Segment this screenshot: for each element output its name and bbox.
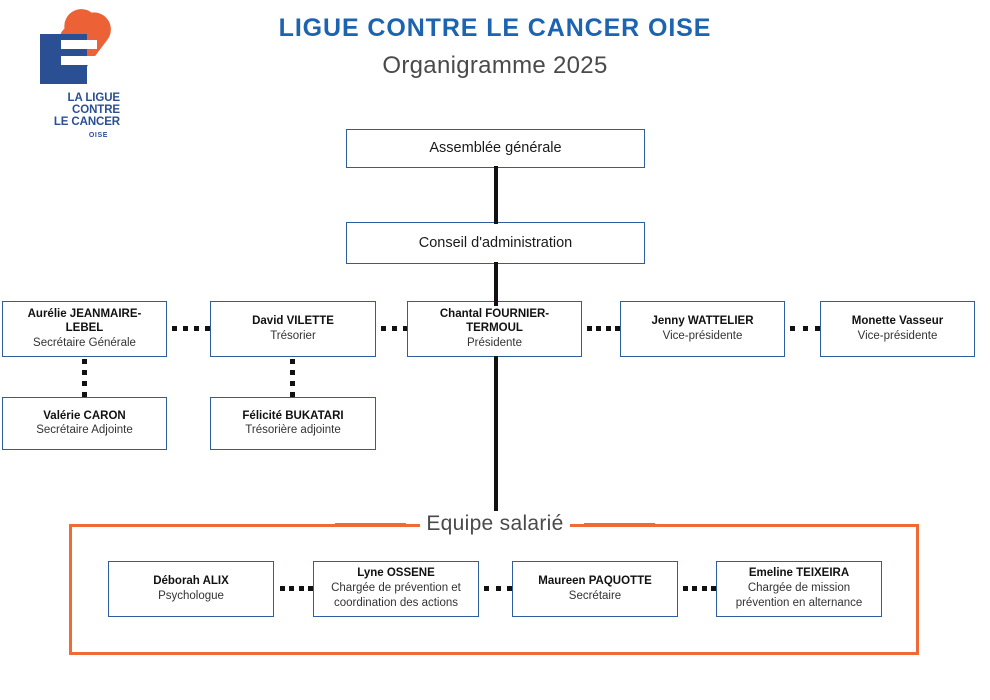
ligue-contre-le-cancer-logo: LA LIGUE CONTRE LE CANCER OISE bbox=[28, 6, 128, 139]
node-presidente-name: Chantal FOURNIER-TERMOUL bbox=[439, 307, 550, 335]
node-secretaire-adjointe[interactable]: Valérie CARON Secrétaire Adjointe bbox=[2, 397, 167, 450]
logo-heart-square-icon bbox=[28, 6, 120, 90]
node-secretaire-generale[interactable]: Aurélie JEANMAIRE-LEBEL Secrétaire Génér… bbox=[2, 301, 167, 357]
connector-tresorier-to-adjointe bbox=[290, 359, 295, 397]
node-psychologue-name: Déborah ALIX bbox=[153, 575, 229, 588]
node-secretaire[interactable]: Maureen PAQUOTTE Secrétaire bbox=[512, 561, 678, 617]
node-presidente[interactable]: Chantal FOURNIER-TERMOUL Présidente bbox=[407, 301, 582, 357]
equipe-salarie-rule-left bbox=[335, 522, 407, 526]
node-tresorier-name: David VILETTE bbox=[252, 315, 334, 328]
connector-vice-presidente-1-to-2 bbox=[790, 326, 820, 331]
node-tresoriere-adjointe-role: Trésorière adjointe bbox=[245, 424, 341, 437]
node-chargee-mission-alternance[interactable]: Emeline TEIXEIRA Chargée de mission prév… bbox=[716, 561, 882, 617]
node-chargee-prevention-role: Chargée de prévention et coordination de… bbox=[331, 582, 461, 610]
node-vice-presidente-1-role: Vice-présidente bbox=[662, 329, 743, 342]
node-chargee-mission-alternance-role: Chargée de mission prévention en alterna… bbox=[735, 582, 863, 610]
node-chargee-mission-alternance-name: Emeline TEIXEIRA bbox=[748, 567, 850, 580]
node-secretaire-adjointe-role: Secrétaire Adjointe bbox=[36, 424, 133, 437]
connector-secretaire-to-adjointe bbox=[82, 359, 87, 397]
logo-line-3: LE CANCER bbox=[53, 116, 120, 129]
node-chargee-prevention[interactable]: Lyne OSSENE Chargée de prévention et coo… bbox=[313, 561, 479, 617]
connector-conseil-to-presidente bbox=[494, 262, 498, 306]
node-vice-presidente-2-role: Vice-présidente bbox=[857, 329, 938, 342]
equipe-salarie-header: Equipe salarié bbox=[335, 509, 655, 539]
connector-assemblee-to-conseil bbox=[494, 166, 498, 224]
node-vice-presidente-1[interactable]: Jenny WATTELIER Vice-présidente bbox=[620, 301, 785, 357]
page-subtitle: Organigramme 2025 bbox=[382, 52, 608, 79]
node-secretaire-generale-name: Aurélie JEANMAIRE-LEBEL bbox=[27, 307, 142, 335]
connector-secretaire-to-tresorier bbox=[172, 326, 210, 331]
node-psychologue-role: Psychologue bbox=[158, 589, 224, 602]
node-conseil-administration[interactable]: Conseil d'administration bbox=[346, 222, 645, 264]
node-tresoriere-adjointe-name: Félicité BUKATARI bbox=[242, 409, 344, 422]
page-title: LIGUE CONTRE LE CANCER OISE bbox=[278, 14, 712, 42]
logo-line-1: LA LIGUE bbox=[67, 92, 121, 104]
node-chargee-prevention-name: Lyne OSSENE bbox=[357, 567, 435, 580]
logo-line-2: CONTRE bbox=[72, 104, 120, 117]
logo-region-label: OISE bbox=[88, 131, 108, 139]
node-secretaire-role: Secrétaire bbox=[568, 589, 622, 602]
node-tresorier-role: Trésorier bbox=[270, 329, 316, 342]
node-tresorier[interactable]: David VILETTE Trésorier bbox=[210, 301, 376, 357]
node-psychologue[interactable]: Déborah ALIX Psychologue bbox=[108, 561, 274, 617]
node-secretaire-adjointe-name: Valérie CARON bbox=[43, 409, 126, 422]
connector-secretaire-to-alternance bbox=[683, 586, 716, 591]
connector-psychologue-to-prevention bbox=[280, 586, 313, 591]
connector-prevention-to-secretaire bbox=[484, 586, 512, 591]
node-assemblee-generale-name: Assemblée générale bbox=[429, 140, 562, 157]
connector-tresorier-to-presidente bbox=[381, 326, 408, 331]
node-vice-presidente-2[interactable]: Monette Vasseur Vice-présidente bbox=[820, 301, 975, 357]
equipe-salarie-rule-right bbox=[583, 522, 655, 526]
node-vice-presidente-1-name: Jenny WATTELIER bbox=[651, 315, 754, 328]
node-secretaire-generale-role: Secrétaire Générale bbox=[33, 337, 136, 350]
logo-wordmark: LA LIGUE CONTRE LE CANCER OISE bbox=[28, 92, 120, 139]
connector-presidente-to-equipe-salarie bbox=[494, 356, 498, 511]
node-assemblee-generale[interactable]: Assemblée générale bbox=[346, 129, 645, 168]
node-conseil-administration-name: Conseil d'administration bbox=[418, 234, 573, 251]
equipe-salarie-label: Equipe salarié bbox=[420, 512, 570, 536]
node-presidente-role: Présidente bbox=[467, 337, 522, 350]
node-vice-presidente-2-name: Monette Vasseur bbox=[851, 315, 944, 328]
node-secretaire-name: Maureen PAQUOTTE bbox=[538, 575, 652, 588]
connector-presidente-to-vice-presidente-1 bbox=[587, 326, 620, 331]
node-tresoriere-adjointe[interactable]: Félicité BUKATARI Trésorière adjointe bbox=[210, 397, 376, 450]
